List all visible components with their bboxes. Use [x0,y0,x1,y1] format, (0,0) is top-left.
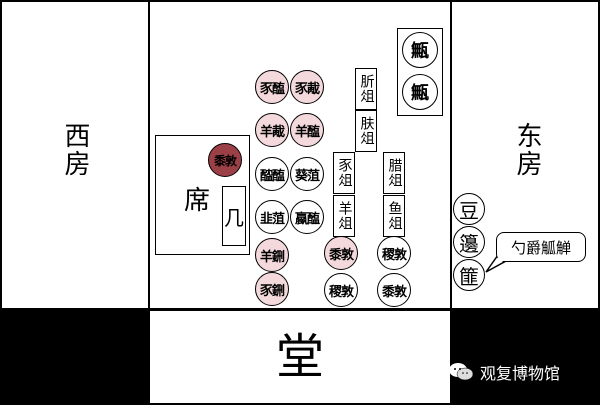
zu-label: 肵俎 [358,74,375,104]
dish-yang-zi: 羊胾 [255,113,289,147]
hall-divider [148,308,452,311]
west-room-label: 西房 [60,122,90,178]
zu-yang: 羊俎 [333,195,355,237]
dish-shi-xing: 豕鉶 [255,272,289,306]
jar-label: 甒 [411,41,429,62]
vessel-label: 篚 [459,264,479,289]
jar-wu-2: 甒 [402,74,438,110]
dish-shu-dui-right: 黍敦 [377,273,411,307]
dish-label: 黍敦 [213,153,237,168]
zu-xi: 腊俎 [383,152,405,194]
dish-label: 韭菹 [259,211,285,227]
zu-fu: 肤俎 [355,110,377,152]
dish-label: 羊胾 [259,124,285,140]
dish-label: 稷敦 [328,284,354,300]
zu-label: 羊俎 [336,201,353,231]
callout: 勺爵觚觯 [496,232,586,262]
vessel-label: 豆 [459,198,479,223]
dish-yang-hai: 羊醢 [290,113,324,147]
dish-label: 稷敦 [381,247,407,263]
west-room: 西房 [0,0,150,310]
mat-dish-shu-dui: 黍敦 [208,143,242,177]
hall-label: 堂 [276,329,325,385]
vessel-bian: 籩 [453,226,485,258]
dish-label: 蠃醢 [294,211,320,227]
dish-kui-zu: 葵菹 [290,157,324,191]
zu-label: 腊俎 [386,158,403,188]
dish-jiu-zu: 韭菹 [255,200,289,234]
vessel-fei: 篚 [453,259,485,291]
dish-label: 黍敦 [381,284,407,300]
watermark-label: 观复博物馆 [480,364,561,383]
dish-label: 豕胾 [294,81,320,97]
dish-shi-zi: 豕胾 [290,70,324,104]
mat-label: 席 [184,186,211,216]
west-dark-area [0,310,150,405]
zu-yu: 鱼俎 [383,195,405,237]
dish-shi-hai: 豕醢 [255,70,289,104]
vessel-label: 籩 [459,231,479,256]
table-label: 几 [224,205,244,230]
dish-yang-xing: 羊鉶 [255,238,289,272]
wechat-icon [449,363,474,381]
zu-shi: 豕俎 [333,152,355,194]
dish-label: 羊鉶 [259,249,285,265]
zu-qi: 肵俎 [355,68,377,110]
jar-wu-1: 甒 [402,32,438,68]
dish-ji-dui-right: 稷敦 [377,236,411,270]
dish-label: 羊醢 [294,124,320,140]
dish-tan-hai: 醓醢 [255,157,289,191]
dish-luo-hai: 蠃醢 [290,200,324,234]
dish-label: 黍敦 [328,247,354,263]
dish-label: 豕醢 [259,81,285,97]
east-dark-area [450,310,600,405]
dish-label: 豕鉶 [259,283,285,299]
dish-label: 葵菹 [294,168,320,184]
callout-label: 勺爵觚觯 [510,238,571,257]
dish-ji-dui-mid: 稷敦 [324,273,358,307]
zu-label: 肤俎 [358,116,375,146]
zu-label: 鱼俎 [386,201,403,231]
dish-shu-dui-mid: 黍敦 [324,236,358,270]
jar-label: 甒 [411,83,429,104]
watermark: 观复博物馆 [448,360,560,384]
vessel-dou: 豆 [453,193,485,225]
table: 几 [222,186,246,246]
east-room-label: 东房 [512,122,542,178]
zu-label: 豕俎 [336,158,353,188]
dish-label: 醓醢 [259,168,285,184]
